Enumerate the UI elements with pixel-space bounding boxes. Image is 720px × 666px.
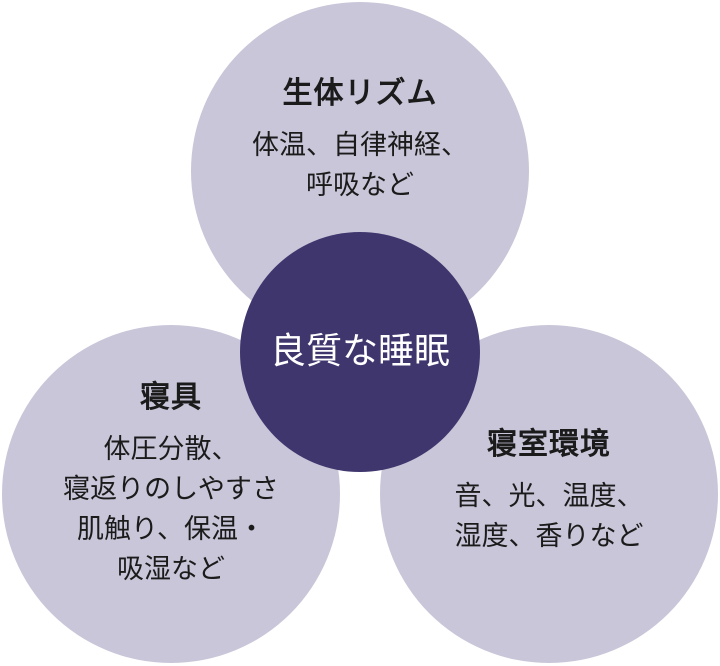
biological-rhythm-desc: 体温、自律神経、 呼吸など xyxy=(252,130,468,201)
bedroom-environment-desc: 音、光、温度、 湿度、香りなど xyxy=(454,481,644,552)
quality-sleep-label: 良質な睡眠 xyxy=(269,331,450,372)
bedding-title: 寝具 xyxy=(140,380,202,415)
bedding-block: 寝具 体圧分散、 寝返りのしやすさ 肌触り、保温・ 吸湿など xyxy=(2,378,340,590)
biological-rhythm-title: 生体リズム xyxy=(282,76,438,111)
biological-rhythm-block: 生体リズム 体温、自律神経、 呼吸など xyxy=(191,74,529,206)
circle-quality-sleep xyxy=(240,232,480,472)
bedding-desc: 体圧分散、 寝返りのしやすさ 肌触り、保温・ 吸湿など xyxy=(63,434,279,585)
bedroom-environment-block: 寝室環境 音、光、温度、 湿度、香りなど xyxy=(380,425,718,557)
bedroom-environment-title: 寝室環境 xyxy=(487,427,611,462)
